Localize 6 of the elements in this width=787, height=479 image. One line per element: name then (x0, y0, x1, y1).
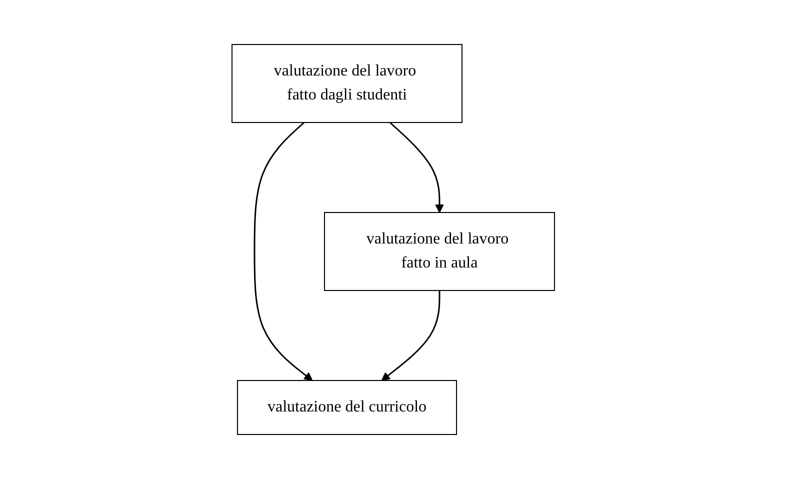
arrow (382, 290, 440, 381)
node-box: valutazione del lavoro fatto in aula (324, 212, 556, 291)
arrow (254, 122, 313, 381)
node-box: valutazione del lavoro fatto dagli studenti (232, 44, 463, 123)
node-box: valutazione del curricolo (237, 380, 458, 435)
arrow (390, 122, 444, 213)
